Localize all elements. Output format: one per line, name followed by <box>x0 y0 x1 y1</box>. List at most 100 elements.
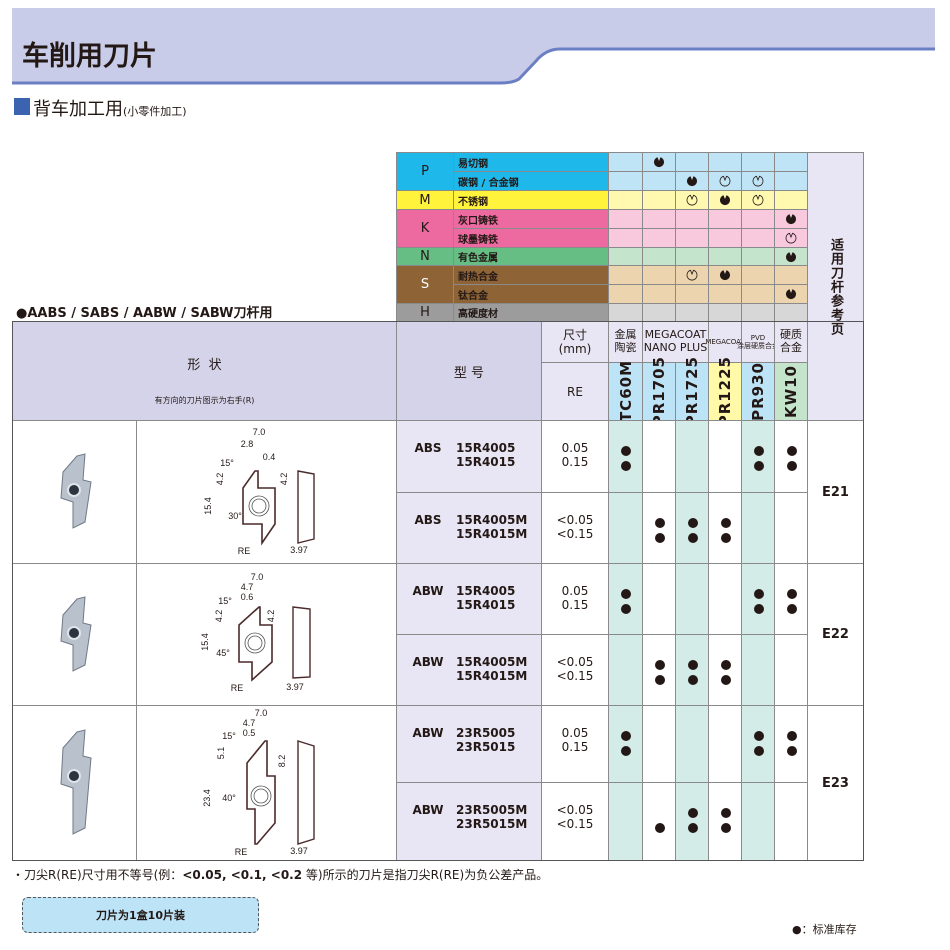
material-grade-cell <box>774 209 808 229</box>
material-grade-cell <box>708 303 742 322</box>
stock-cell <box>642 563 676 635</box>
re-value: 0.05 <box>561 584 589 598</box>
material-grade-cell <box>642 152 676 172</box>
legend-standard-stock: ●：标准库存 <box>792 923 857 936</box>
stock-cell <box>675 634 709 706</box>
stock-cell <box>774 420 808 493</box>
dimension-h2: 4.2 <box>279 473 289 486</box>
dimension-c: 0.4 <box>263 452 276 462</box>
stock-cell <box>675 782 709 861</box>
material-grade-cell <box>774 190 808 210</box>
model-number[interactable]: 23R5005 <box>456 726 516 740</box>
model-number[interactable]: 15R4005M <box>456 513 528 527</box>
stock-cell <box>774 782 808 861</box>
grade-name: KW10 <box>782 364 800 419</box>
re-value: 0.15 <box>561 455 589 470</box>
material-grade-cell <box>741 228 775 248</box>
model-number[interactable]: 23R5015M <box>456 817 528 832</box>
material-grade-cell <box>741 190 775 210</box>
stock-cell <box>675 705 709 783</box>
material-grade-cell <box>608 190 643 210</box>
stock-dot-icon <box>786 461 797 471</box>
insert-photo <box>12 420 137 564</box>
material-name: 高硬度材 <box>453 303 609 322</box>
material-grade-cell <box>741 265 775 285</box>
material-group-p: P <box>396 152 454 191</box>
material-grade-cell <box>608 247 643 266</box>
material-grade-cell <box>774 265 808 285</box>
dimension-len: 23.4 <box>202 789 212 807</box>
material-grade-cell <box>708 228 742 248</box>
stock-dot-icon <box>786 589 797 599</box>
model-number[interactable]: 15R4015M <box>456 669 528 684</box>
dimension-len: 15.4 <box>200 633 210 651</box>
material-grade-cell <box>708 247 742 266</box>
material-grade-cell <box>675 209 709 229</box>
re-header: RE <box>541 362 609 421</box>
dimension-ang2: 40° <box>222 793 236 803</box>
secondary-recommendation-icon <box>752 194 764 206</box>
re-cell: <0.05<0.15 <box>541 782 609 861</box>
material-grade-cell <box>642 247 676 266</box>
stock-dot-icon <box>687 823 698 833</box>
grade-name: PR1725 <box>683 356 701 427</box>
dimension-ang1: 15° <box>222 731 236 741</box>
series: ABS <box>414 441 442 455</box>
model-number[interactable]: 15R4015 <box>456 598 516 613</box>
material-grade-cell <box>608 228 643 248</box>
model-number[interactable]: 23R5005M <box>456 803 528 817</box>
dimension-t: 3.97 <box>286 682 304 692</box>
stock-dot-icon <box>753 589 764 599</box>
section-subtitle: (小零件加工) <box>123 105 187 118</box>
stock-dot-icon <box>720 675 731 685</box>
material-group-n: N <box>396 247 454 266</box>
material-grade-cell <box>642 284 676 304</box>
stock-cell <box>741 563 775 635</box>
stock-dot-icon <box>753 731 764 741</box>
dimension-ang1: 15° <box>218 596 232 606</box>
model-number[interactable]: 15R4005 <box>456 584 516 598</box>
stock-dot-icon <box>720 823 731 833</box>
series: ABS <box>414 513 442 527</box>
stock-dot-icon <box>654 533 665 543</box>
stock-dot-icon <box>621 589 631 599</box>
model-number[interactable]: 15R4015M <box>456 527 528 542</box>
stock-dot-icon <box>654 823 665 833</box>
stock-dot-icon <box>687 518 698 528</box>
re-value: <0.15 <box>556 527 594 542</box>
stock-cell <box>608 492 643 564</box>
material-grade-cell <box>675 228 709 248</box>
stock-dot-icon <box>753 746 764 756</box>
dimension-re: RE <box>231 683 244 693</box>
stock-dot-icon <box>753 446 764 456</box>
model-number[interactable]: 23R5015 <box>456 740 516 755</box>
primary-recommendation-icon <box>720 195 730 206</box>
stock-cell <box>608 420 643 493</box>
material-group-h: H <box>396 303 454 322</box>
stock-dot-icon <box>720 533 731 543</box>
material-grade-cell <box>642 209 676 229</box>
insert-photo-image <box>59 729 92 835</box>
insert-photo <box>12 705 137 861</box>
grade-group-header: 金属 陶瓷 <box>608 321 643 363</box>
series: ABW <box>412 655 444 669</box>
material-name: 碳钢 / 合金钢 <box>453 171 609 191</box>
material-name: 有色金属 <box>453 247 609 266</box>
stock-dot-icon <box>753 461 764 471</box>
grade-name: TC60M <box>616 360 635 423</box>
grade-group-header: 硬质 合金 <box>774 321 808 363</box>
model-number[interactable]: 15R4005 <box>456 441 516 455</box>
material-grade-cell <box>642 228 676 248</box>
dimension-ang2: 45° <box>216 648 230 658</box>
primary-recommendation-icon <box>786 214 796 225</box>
material-grade-cell <box>774 171 808 191</box>
model-number[interactable]: 15R4015 <box>456 455 516 470</box>
material-grade-cell <box>708 152 742 172</box>
model-number[interactable]: 15R4005M <box>456 655 528 669</box>
material-name: 球墨铸铁 <box>453 228 609 248</box>
stock-dot-icon <box>753 604 764 614</box>
